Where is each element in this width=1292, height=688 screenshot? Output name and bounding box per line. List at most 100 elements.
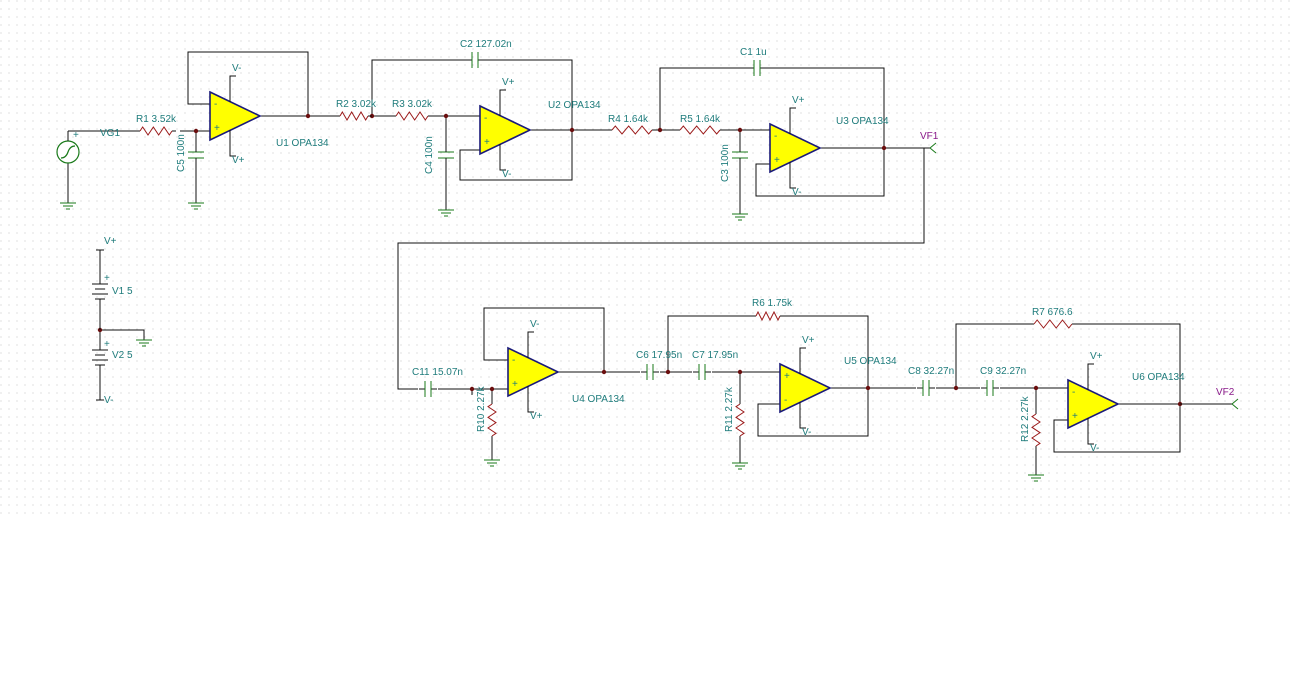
resistor-r6[interactable]: R6 1.75k [744,298,793,322]
schematic-circuit [67,51,1232,475]
capacitor-c9-label: C9 32.27n [980,366,1026,377]
opamp-pin-sign: + [484,137,490,148]
opamp-u5-label: U5 OPA134 [844,356,897,367]
output-vf2[interactable]: VF2 [1180,387,1239,410]
opamp-supply-label: V- [502,169,511,180]
battery-plus-sign: + [104,273,110,284]
battery-v2-label: V2 5 [112,350,133,361]
resistor-r7-label: R7 676.6 [1032,307,1073,318]
capacitor-c2-label: C2 127.02n [460,39,512,50]
ground-icon [188,202,204,210]
ground-icon [136,339,152,347]
opamp-supply-label: V+ [802,335,815,346]
resistor-r10[interactable]: R10 2.27k [476,385,497,437]
capacitor-c4-label: C4 100n [424,136,435,174]
opamp-u3[interactable]: - + V+ V- U3 OPA134 [769,95,889,198]
resistor-r3-label: R3 3.02k [392,99,433,110]
opamp-pin-sign: - [512,355,515,366]
battery-v1-label: V1 5 [112,286,133,297]
opamp-supply-label: V- [530,319,539,330]
ground-icon [1028,474,1044,482]
capacitor-c2[interactable]: C2 127.02n [460,39,512,68]
capacitor-c4[interactable]: C4 100n [424,136,454,174]
resistor-r2-label: R2 3.02k [336,99,377,110]
battery-v1[interactable]: + V1 5 [92,270,133,330]
opamp-u3-label: U3 OPA134 [836,116,889,127]
opamp-pin-sign: + [784,371,790,382]
capacitor-c8-label: C8 32.27n [908,366,954,377]
opamp-pin-sign: - [1072,387,1075,398]
output-vf1-label: VF1 [920,131,939,142]
resistor-r3[interactable]: R3 3.02k [384,99,433,121]
opamp-supply-label: V+ [502,77,515,88]
opamp-pin-sign: + [1072,411,1078,422]
capacitor-c5[interactable]: C5 100n [176,134,204,172]
opamp-supply-label: V+ [232,155,245,166]
opamp-u6[interactable]: -+V+V-U6 OPA134 [1067,351,1185,454]
opamp-pin-sign: + [512,379,518,390]
opamp-pin-sign: - [484,113,487,124]
ground-icon [732,213,748,221]
opamp-supply-label: V- [802,427,811,438]
opamp-supply-label: V+ [792,95,805,106]
battery-plus-sign: + [104,339,110,350]
grid-background [0,0,1292,518]
opamp-supply-label: V- [232,63,241,74]
opamp-pin-sign: - [214,99,217,110]
resistor-r2[interactable]: R2 3.02k [328,99,377,121]
resistor-r11-label: R11 2.27k [724,386,735,432]
resistor-r1-label: R1 3.52k [136,114,177,125]
capacitor-c7-label: C7 17.95n [692,350,738,361]
opamp-supply-label: V+ [1090,351,1103,362]
opamp-pin-sign: + [214,123,220,134]
capacitor-c1-label: C1 1u [740,47,767,58]
resistor-r12-label: R12 2.27k [1020,395,1031,442]
capacitor-c6-label: C6 17.95n [636,350,682,361]
capacitor-c11[interactable]: C11 15.07n [412,367,463,397]
resistor-r6-label: R6 1.75k [752,298,793,309]
opamp-u2[interactable]: - + V+ V- U2 OPA134 [479,77,601,180]
ground-icon [60,202,76,210]
opamp-u5[interactable]: + - V+ V- U5 OPA134 [779,335,897,438]
opamp-u4[interactable]: -+V-V+U4 OPA134 [507,319,625,422]
svg-text:V-: V- [104,395,113,406]
supply-vminus-label: V- [96,395,113,406]
svg-text:V+: V+ [104,236,117,247]
resistor-r4-label: R4 1.64k [608,114,649,125]
source-plus-sign: + [73,130,79,141]
opamp-u1-label: U1 OPA134 [276,138,329,149]
capacitor-c7[interactable]: C7 17.95n [692,350,738,380]
signal-source-vg1[interactable]: + VG1 [56,128,120,164]
battery-v2[interactable]: + V2 5 [92,339,133,380]
capacitor-c1[interactable]: C1 1u [740,47,767,76]
opamp-pin-sign: + [774,155,780,166]
opamp-u6-label: U6 OPA134 [1132,372,1185,383]
source-label: VG1 [100,128,120,139]
opamp-pin-sign: - [784,395,787,406]
opamp-u1[interactable]: - + V- V+ U1 OPA134 [209,63,329,166]
capacitor-c8[interactable]: C8 32.27n [908,366,954,396]
supply-vplus-label: V+ [96,236,117,251]
capacitor-c3[interactable]: C3 100n [720,140,748,182]
resistor-r11[interactable]: R11 2.27k [724,386,745,437]
ground-icon [438,209,454,217]
capacitor-c3-label: C3 100n [720,144,731,182]
resistor-r1[interactable]: R1 3.52k [128,114,177,136]
resistor-r12[interactable]: R12 2.27k [1020,395,1041,447]
capacitor-c6[interactable]: C6 17.95n [636,350,682,380]
opamp-supply-label: V- [792,187,801,198]
resistor-r4[interactable]: R4 1.64k [600,114,656,135]
opamp-pin-sign: - [774,131,777,142]
capacitor-c11-label: C11 15.07n [412,367,463,378]
output-vf1[interactable]: VF1 [920,131,939,154]
ground-icon [732,462,748,470]
capacitor-c9[interactable]: C9 32.27n [980,366,1026,396]
ground-icon [484,459,500,467]
output-vf2-label: VF2 [1216,387,1235,398]
opamp-u4-label: U4 OPA134 [572,394,625,405]
capacitor-c5-label: C5 100n [176,134,187,172]
resistor-r5[interactable]: R5 1.64k [668,114,724,135]
opamp-u2-label: U2 OPA134 [548,100,601,111]
resistor-r7[interactable]: R7 676.6 [1022,307,1076,329]
